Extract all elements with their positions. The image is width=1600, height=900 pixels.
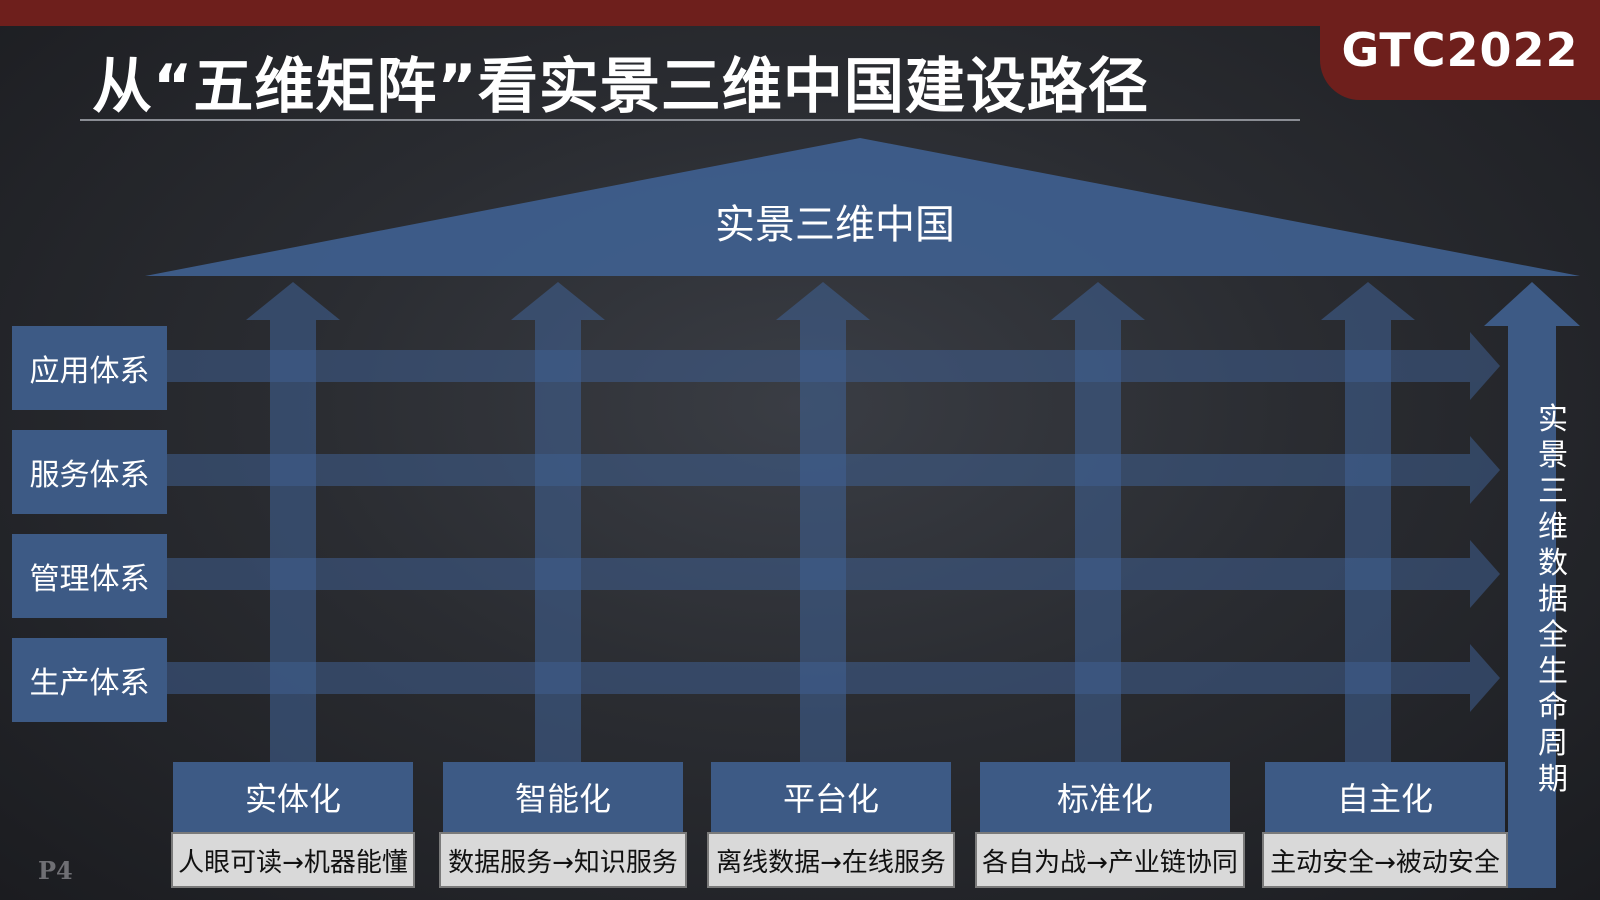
pillar-label: 智能化 bbox=[514, 780, 611, 818]
pillar-label: 自主化 bbox=[1336, 780, 1433, 818]
pillar-box-entity: 实体化 bbox=[173, 762, 413, 832]
roof-label: 实景三维中国 bbox=[715, 202, 955, 248]
system-box-service: 服务体系 bbox=[12, 430, 167, 514]
pillar-sub-platform: 离线数据→在线服务 bbox=[707, 832, 955, 888]
logo-tab: GTC2022 bbox=[1320, 0, 1600, 100]
pillar-sub-label: 离线数据→在线服务 bbox=[716, 847, 946, 878]
pillar-sub-intelligent: 数据服务→知识服务 bbox=[439, 832, 687, 888]
pillar-sub-label: 人眼可读→机器能懂 bbox=[178, 847, 408, 878]
pillar-box-platform: 平台化 bbox=[711, 762, 951, 832]
pillar-sub-label: 数据服务→知识服务 bbox=[448, 847, 678, 878]
system-box-application: 应用体系 bbox=[12, 326, 167, 410]
pillar-sub-label: 各自为战→产业链协同 bbox=[982, 847, 1238, 878]
lifecycle-arrow bbox=[1484, 282, 1580, 888]
pillar-label: 标准化 bbox=[1056, 780, 1153, 818]
system-label: 应用体系 bbox=[29, 354, 150, 389]
page-title: 从“五维矩阵”看实景三维中国建设路径 bbox=[92, 52, 1149, 122]
system-box-production: 生产体系 bbox=[12, 638, 167, 722]
pillar-box-intelligent: 智能化 bbox=[443, 762, 683, 832]
pillar-arrow-4 bbox=[1051, 282, 1145, 764]
pillar-box-standard: 标准化 bbox=[980, 762, 1230, 832]
roof-triangle bbox=[145, 138, 1580, 276]
title-underline bbox=[80, 119, 1300, 121]
pillar-arrow-2 bbox=[511, 282, 605, 764]
pillar-sub-entity: 人眼可读→机器能懂 bbox=[171, 832, 415, 888]
system-label: 生产体系 bbox=[29, 666, 150, 701]
pillar-arrow-3 bbox=[776, 282, 870, 764]
pillar-arrow-5 bbox=[1321, 282, 1415, 764]
pillar-sub-label: 主动安全→被动安全 bbox=[1270, 847, 1500, 878]
lifecycle-label: 实景三维数据全生命周期 bbox=[1538, 402, 1568, 797]
system-box-management: 管理体系 bbox=[12, 534, 167, 618]
page-number: P4 bbox=[38, 856, 73, 885]
pillar-arrow-1 bbox=[246, 282, 340, 764]
pillar-label: 平台化 bbox=[782, 780, 879, 818]
pillar-label: 实体化 bbox=[244, 780, 341, 818]
pillar-box-autonomous: 自主化 bbox=[1265, 762, 1505, 832]
system-label: 管理体系 bbox=[29, 562, 150, 597]
pillar-sub-autonomous: 主动安全→被动安全 bbox=[1262, 832, 1508, 888]
pillar-sub-standard: 各自为战→产业链协同 bbox=[975, 832, 1245, 888]
gtc-logo: GTC2022 bbox=[1341, 23, 1579, 77]
system-label: 服务体系 bbox=[29, 458, 150, 493]
